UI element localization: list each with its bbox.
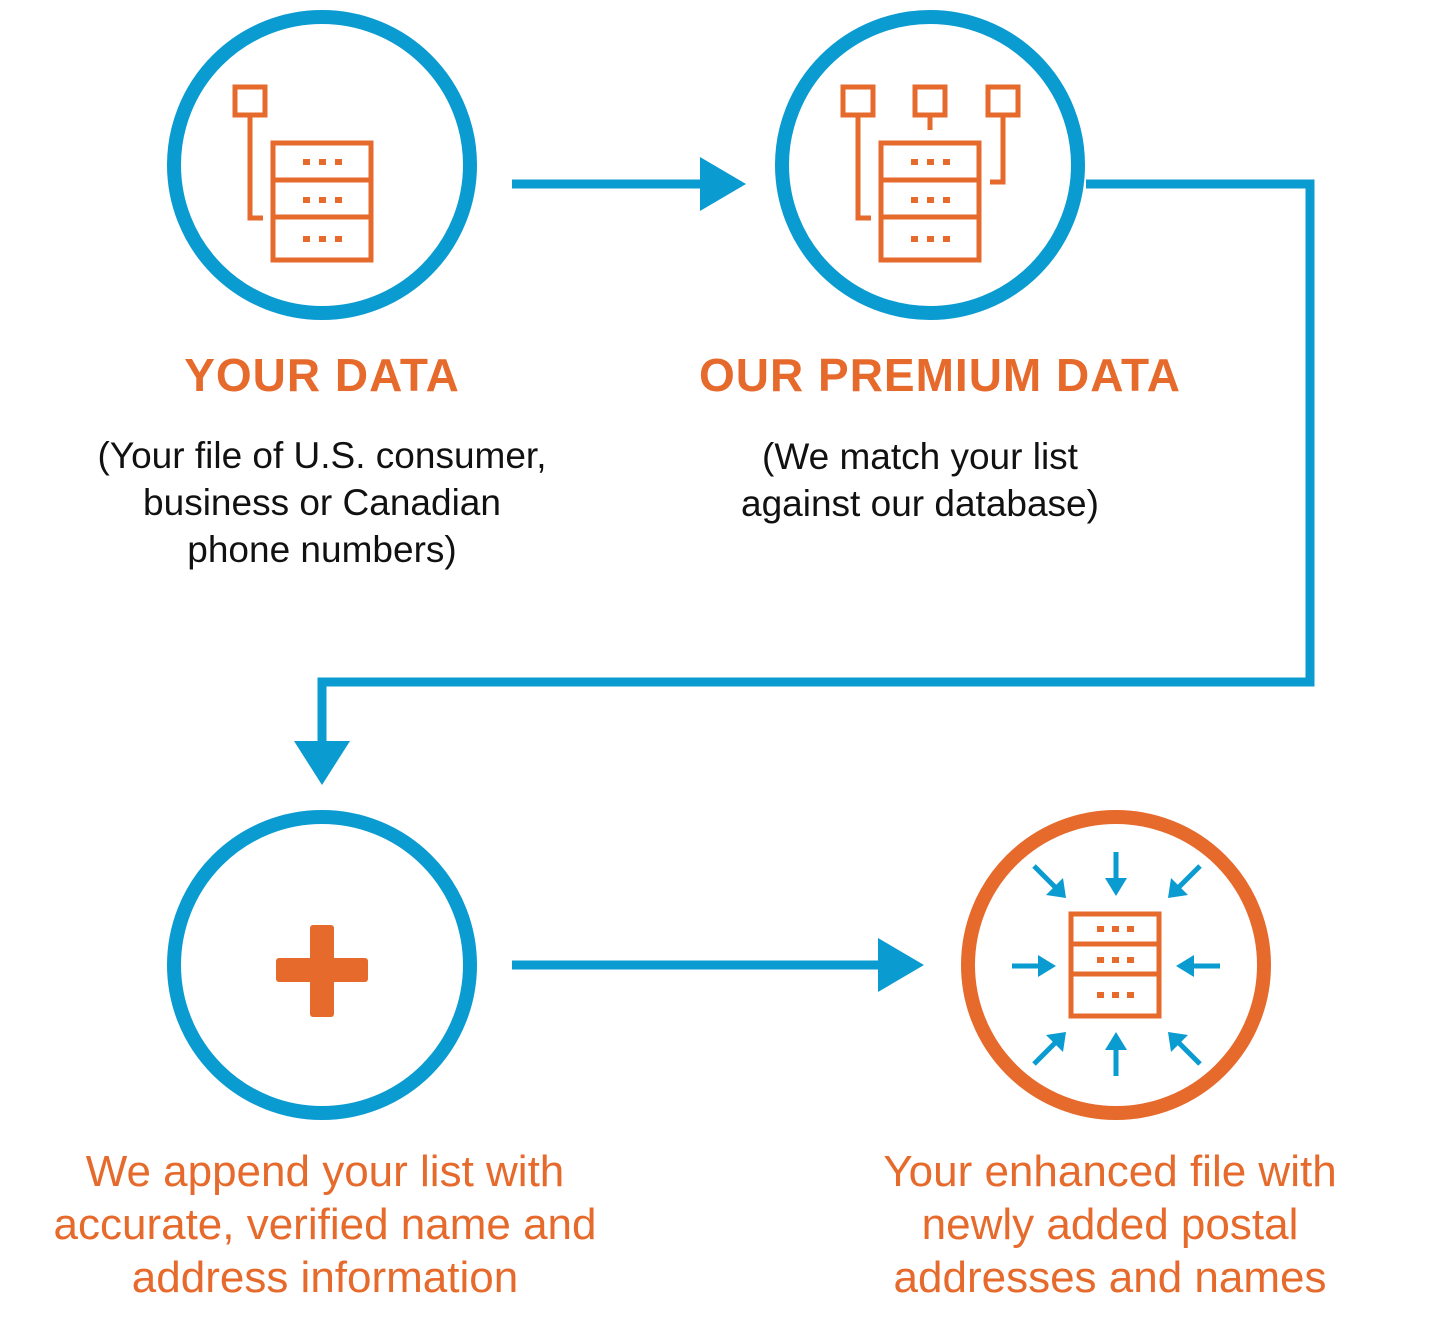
- description-line: (We match your list: [762, 436, 1078, 477]
- step-enhanced-file-description: Your enhanced file with newly added post…: [800, 1145, 1420, 1304]
- plus-icon: [276, 925, 368, 1017]
- step-your-data-title: YOUR DATA: [184, 349, 460, 401]
- description-line: against our database): [741, 483, 1099, 524]
- description-line: accurate, verified name and: [53, 1200, 597, 1249]
- step-your-data-description: (Your file of U.S. consumer, business or…: [22, 432, 622, 573]
- database-network-icon: [840, 84, 1021, 263]
- step-circle: [167, 10, 477, 320]
- step-circle: [961, 810, 1271, 1120]
- connector-1-to-2: [512, 157, 746, 211]
- step-enhanced-file-node: [961, 810, 1271, 1120]
- server-lights: [303, 159, 342, 242]
- description-line: newly added postal: [921, 1200, 1299, 1249]
- description-line: phone numbers): [187, 529, 457, 570]
- database-converge-icon: [1012, 852, 1220, 1076]
- database-single-link-icon: [232, 84, 374, 263]
- step-premium-data-description: (We match your list against our database…: [620, 433, 1220, 527]
- description-line: We append your list with: [85, 1147, 565, 1196]
- server-lights: [911, 159, 950, 242]
- connector-3-to-4: [512, 938, 924, 992]
- step-your-data-node: [167, 10, 477, 320]
- converge-arrows: [1012, 852, 1220, 1076]
- connector-2-to-3: [294, 179, 1315, 785]
- description-line: Your enhanced file with: [883, 1147, 1337, 1196]
- arrowhead-icon: [878, 938, 924, 992]
- step-premium-data-title: OUR PREMIUM DATA: [699, 349, 1181, 401]
- description-line: business or Canadian: [143, 482, 501, 523]
- step-append-node: [167, 810, 477, 1120]
- step-circle: [167, 810, 477, 1120]
- step-premium-data-node: [775, 10, 1085, 320]
- arrowhead-icon: [700, 157, 746, 211]
- arrowhead-icon: [294, 741, 350, 785]
- description-line: (Your file of U.S. consumer,: [97, 435, 547, 476]
- description-line: addresses and names: [893, 1253, 1327, 1302]
- description-line: address information: [131, 1253, 519, 1302]
- step-append-description: We append your list with accurate, verif…: [0, 1145, 650, 1304]
- step-circle: [775, 10, 1085, 320]
